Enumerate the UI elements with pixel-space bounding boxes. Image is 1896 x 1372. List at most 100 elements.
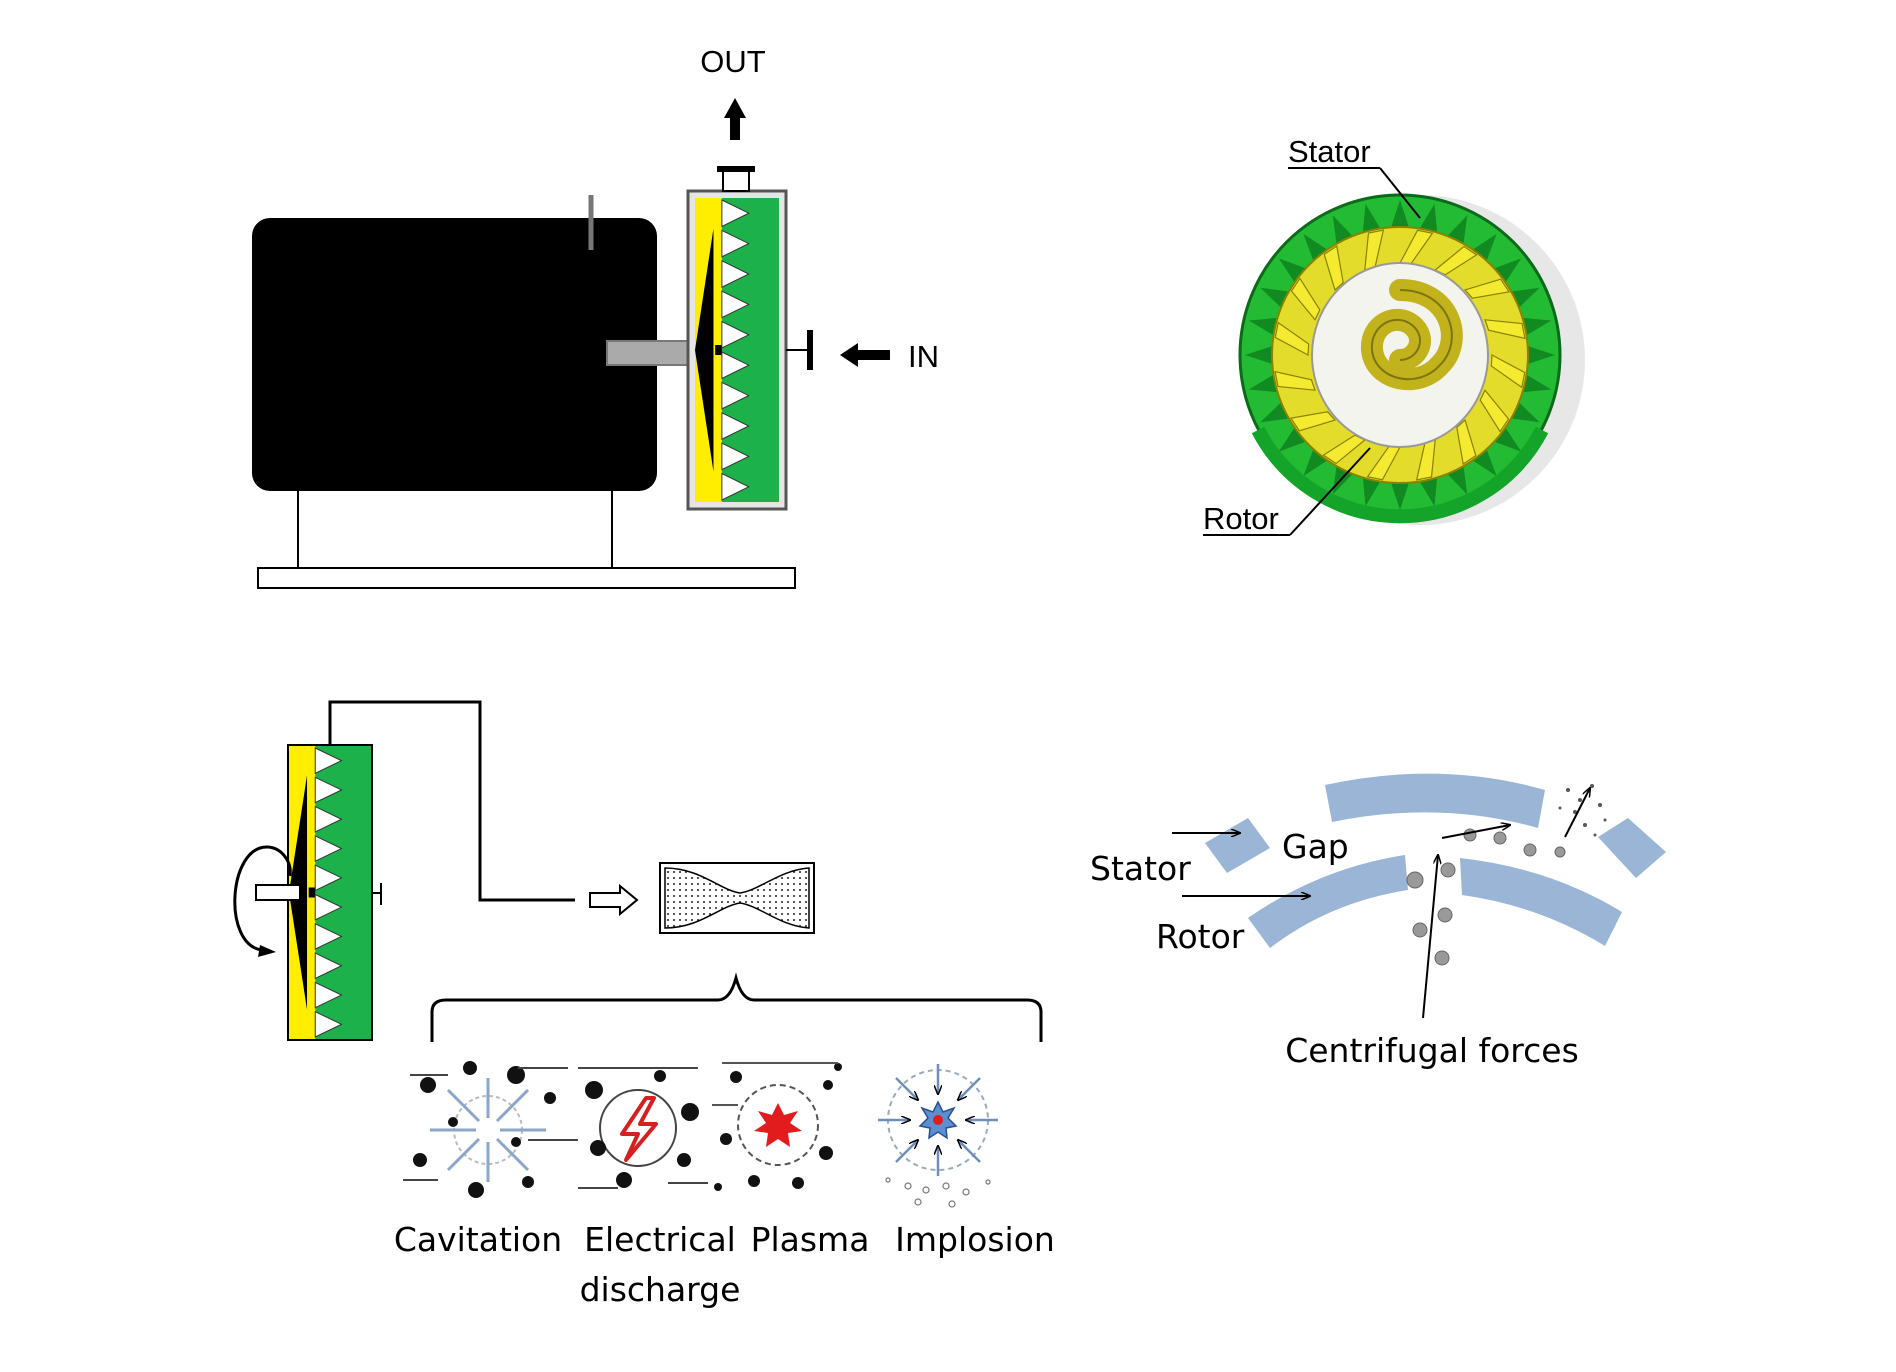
stator-pointer xyxy=(1379,167,1421,219)
out-label: OUT xyxy=(700,44,766,79)
stator-label: Stator xyxy=(1288,134,1371,169)
effect-label-discharge: discharge xyxy=(580,1270,741,1309)
base-plate xyxy=(257,567,796,589)
in-label: IN xyxy=(908,339,939,374)
inlet-flange xyxy=(807,330,813,370)
stator-tooth xyxy=(721,472,750,501)
rotation-arrow-icon xyxy=(233,845,292,957)
pump-rotor-stator xyxy=(695,198,779,502)
cavitation-icon xyxy=(403,1061,578,1198)
stator-tooth xyxy=(721,259,750,289)
stator-segment-right xyxy=(1598,818,1666,878)
out-arrow-icon xyxy=(724,98,746,140)
rotor-ring-blade xyxy=(1274,321,1310,356)
effect-label-plasma: Plasma xyxy=(751,1220,870,1259)
rotor-ring-blade xyxy=(1274,370,1316,391)
stator-ring-tooth xyxy=(1391,482,1409,510)
stator-ring-tooth xyxy=(1362,477,1381,507)
rotor-label: Rotor xyxy=(1203,501,1279,536)
in-arrow-icon xyxy=(840,343,890,367)
stator-tooth xyxy=(314,776,343,804)
stator-tooth xyxy=(314,923,343,950)
forces-arrow xyxy=(1422,855,1438,1019)
stator-ring-tooth xyxy=(1522,374,1552,393)
shaft-coupling xyxy=(308,887,317,898)
stator-tooth xyxy=(314,835,343,862)
gap-label: Gap xyxy=(1282,827,1349,866)
stator-tooth xyxy=(314,805,343,833)
plasma-icon xyxy=(712,1062,842,1191)
rotor-segment-left xyxy=(1248,855,1408,948)
stator-ring-tooth xyxy=(1391,200,1409,228)
rotor-ring-blade xyxy=(1456,418,1477,466)
stator-tooth xyxy=(721,381,750,410)
stator-tooth xyxy=(721,290,750,319)
stator-tooth xyxy=(314,864,343,892)
stator-ring-tooth xyxy=(1248,317,1278,336)
stator-ring-tooth xyxy=(1511,287,1540,308)
process-diagram: Cavitation Electrical discharge Plasma I… xyxy=(233,700,1055,1309)
rotor-pointer xyxy=(1289,447,1371,536)
rotor-stator-3d: Stator Rotor xyxy=(1203,134,1585,536)
stator-tooth xyxy=(721,442,750,471)
effects-brace xyxy=(430,972,1043,1042)
flow-arrow-icon xyxy=(589,883,639,917)
rotor-ring-blade xyxy=(1290,277,1321,321)
effect-label-cavitation: Cavitation xyxy=(394,1220,562,1259)
stator-tooth xyxy=(314,747,343,775)
gap-rotor-label: Rotor xyxy=(1156,917,1245,956)
rotor-blades xyxy=(1274,229,1526,481)
stator-ring-tooth xyxy=(1419,203,1438,233)
effect-label-electrical: Electrical xyxy=(584,1220,736,1259)
stator-ring-tooth xyxy=(1447,215,1468,244)
rotor-ring-blade xyxy=(1323,244,1344,292)
spray-arrow xyxy=(1564,788,1590,838)
rotor-segment-right xyxy=(1460,858,1622,946)
rotor-ring-blade xyxy=(1463,278,1511,299)
stator-ring-tooth xyxy=(1522,317,1552,336)
stator-tooth xyxy=(721,199,750,228)
stator-ring-tooth xyxy=(1362,203,1381,233)
stator-segment-left xyxy=(1205,818,1270,873)
stator-ring-tooth xyxy=(1511,402,1540,423)
stator-ring-tooth xyxy=(1248,374,1278,393)
gap-flow-arrow xyxy=(1441,825,1510,839)
stator-segment-middle xyxy=(1325,773,1545,828)
stator-ring-tooth xyxy=(1260,287,1289,308)
mixer-shaft xyxy=(255,884,301,901)
stator-tooth xyxy=(314,1010,343,1038)
motor-body xyxy=(252,218,657,491)
effect-label-implosion: Implosion xyxy=(895,1220,1055,1259)
stator-ring-tooth xyxy=(1260,402,1289,423)
stator-ring-tooth xyxy=(1419,477,1438,507)
stator-tooth xyxy=(314,981,343,1009)
stator-tooth xyxy=(721,411,750,441)
rotor-hub xyxy=(695,228,714,472)
electrical-discharge-icon xyxy=(578,1067,708,1189)
rotor-ring-blade xyxy=(1490,354,1526,389)
stator-ring-front xyxy=(1251,426,1549,524)
stator-ring-tooth xyxy=(1332,215,1353,244)
motor-shaft xyxy=(606,340,693,366)
rotor-ring-blade xyxy=(1289,411,1337,432)
stator-tooth xyxy=(314,893,343,921)
stator-ring-tooth xyxy=(1245,346,1273,364)
stator-tooth xyxy=(314,952,343,980)
stator-tooth xyxy=(721,229,750,258)
pump-motor-diagram: OUT IN xyxy=(252,44,939,589)
stator-tooth xyxy=(721,351,750,380)
gap-stator-label: Stator xyxy=(1090,849,1191,888)
mixer-rotor-stator xyxy=(289,746,371,1039)
gap-diagram: Stator Rotor Gap Centrifugal forces xyxy=(1090,773,1666,1070)
implosion-icon xyxy=(878,1064,998,1208)
rotor-ring-blade xyxy=(1484,319,1526,340)
stator-ring-tooth xyxy=(1527,346,1555,364)
venturi-cavity xyxy=(664,867,810,929)
stator-ring-tooth xyxy=(1447,466,1468,495)
stator-teeth xyxy=(1245,200,1555,510)
flow-pipe xyxy=(328,700,575,902)
impeller-spiral-icon xyxy=(1361,279,1463,391)
outlet-neck xyxy=(722,169,750,192)
stator-tooth xyxy=(721,320,750,349)
